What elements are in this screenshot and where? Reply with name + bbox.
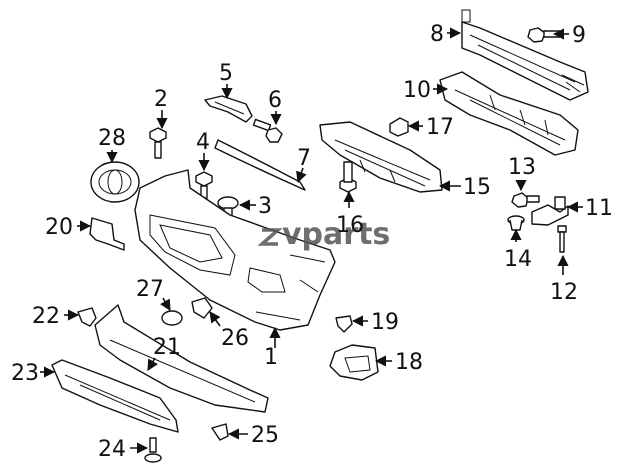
bolt-icon	[511, 192, 540, 208]
plug-icon	[161, 310, 183, 326]
lower-spoiler	[94, 304, 269, 413]
callout-8: 8	[430, 22, 444, 47]
callout-5: 5	[219, 61, 233, 86]
callout-12: 12	[550, 280, 578, 305]
fog-lamp-cover	[329, 344, 379, 381]
leader-lines	[40, 27, 583, 454]
callout-16: 16	[336, 213, 364, 238]
clip-icon	[211, 423, 229, 441]
bumper-cover	[134, 169, 336, 331]
callout-9: 9	[572, 23, 586, 48]
retainer-strip	[214, 139, 306, 191]
callout-2: 2	[154, 87, 168, 112]
callout-1: 1	[264, 345, 278, 370]
callout-26: 26	[221, 326, 249, 351]
clip-icon	[507, 215, 525, 231]
bolt-icon	[144, 437, 162, 463]
callout-17: 17	[426, 115, 454, 140]
lower-absorber	[319, 121, 443, 193]
clip-icon	[389, 117, 409, 137]
callout-24: 24	[98, 437, 126, 462]
callout-15: 15	[463, 175, 491, 200]
callout-27: 27	[136, 277, 164, 302]
callout-10: 10	[403, 78, 431, 103]
callout-21: 21	[153, 335, 181, 360]
clip-icon	[77, 307, 97, 327]
callout-18: 18	[395, 350, 423, 375]
clip-icon	[191, 297, 213, 319]
side-bracket	[204, 95, 253, 123]
bolt-icon	[252, 118, 283, 143]
callout-6: 6	[268, 88, 282, 113]
skid-plate	[51, 359, 179, 433]
callout-20: 20	[45, 215, 73, 240]
bolt-icon	[527, 27, 561, 43]
callout-23: 23	[11, 361, 39, 386]
bolt-icon	[557, 225, 567, 253]
clip-icon	[217, 196, 239, 217]
energy-absorber	[439, 71, 579, 156]
callout-22: 22	[32, 304, 60, 329]
bolt-icon	[339, 161, 357, 193]
callout-14: 14	[504, 247, 532, 272]
bolt-icon	[149, 127, 167, 159]
watermark-text: vparts	[282, 217, 390, 252]
callout-labels: 1 2 3 4 5 6 7 8 9 10 11 12 13 14 15 16 1…	[11, 22, 613, 462]
emblem	[90, 161, 140, 203]
callout-11: 11	[585, 196, 613, 221]
emblem-bracket	[89, 217, 125, 251]
watermark-logo: vparts	[257, 217, 390, 252]
callout-7: 7	[297, 146, 311, 171]
callout-19: 19	[371, 310, 399, 335]
callout-25: 25	[251, 423, 279, 448]
clip-icon	[335, 315, 353, 333]
callout-4: 4	[196, 130, 210, 155]
callout-28: 28	[98, 126, 126, 151]
callout-13: 13	[508, 155, 536, 180]
bumper-reinforcement-beam	[461, 9, 589, 101]
callout-3: 3	[258, 194, 272, 219]
